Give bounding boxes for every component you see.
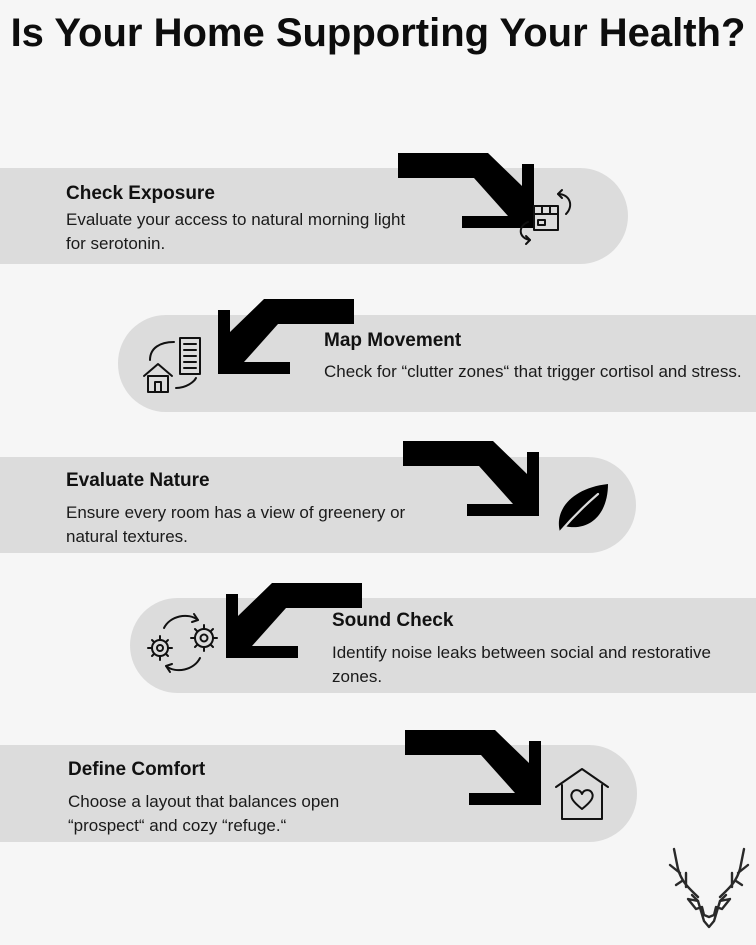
home-heart-icon xyxy=(555,768,609,820)
home-to-building-icon xyxy=(143,337,201,393)
gears-cycle-icon xyxy=(147,613,218,673)
step-2-description: Check for “clutter zones“ that trigger c… xyxy=(324,362,742,381)
step-3-title: Evaluate Nature xyxy=(66,470,210,491)
step-1-description: Evaluate your access to natural morning … xyxy=(66,210,406,253)
step-2-title: Map Movement xyxy=(324,330,462,351)
step-4-description: Identify noise leaks between social and … xyxy=(332,643,711,686)
step-4-title: Sound Check xyxy=(332,610,454,631)
box-cycle-icon xyxy=(519,189,572,245)
leaf-icon xyxy=(558,484,608,534)
step-1-title: Check Exposure xyxy=(66,183,215,204)
step-5-description: Choose a layout that balances open “pros… xyxy=(68,792,340,835)
arrow-down-left-icon xyxy=(226,583,362,658)
page-title: Is Your Home Supporting Your Health? xyxy=(10,11,746,55)
arrow-down-right-icon xyxy=(403,441,539,516)
deer-head-logo xyxy=(668,847,750,929)
arrow-down-left-icon xyxy=(218,299,354,374)
step-5-title: Define Comfort xyxy=(68,759,206,780)
arrow-down-right-icon xyxy=(405,730,541,805)
step-3-description: Ensure every room has a view of greenery… xyxy=(66,503,406,546)
arrow-down-right-icon xyxy=(398,153,534,228)
